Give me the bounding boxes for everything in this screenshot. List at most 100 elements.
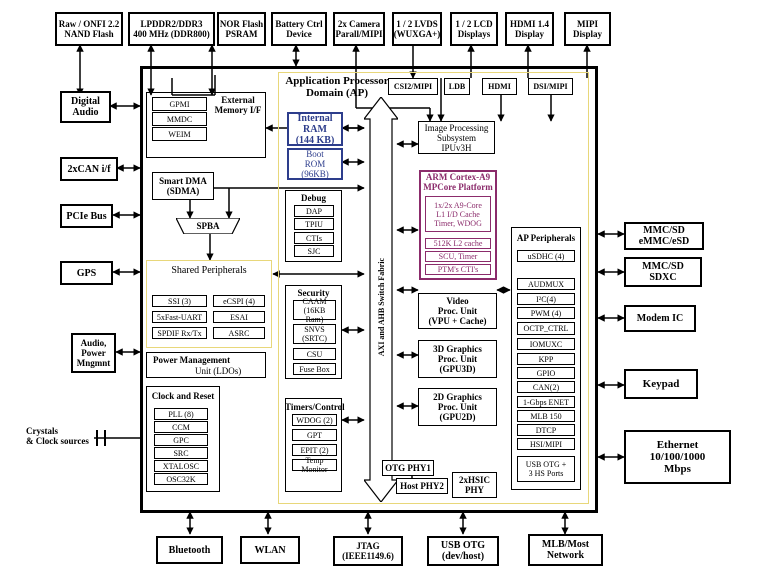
scu-timer-box: SCU, Timer xyxy=(425,251,491,262)
ethernet-label: Ethernet 10/100/1000 Mbps xyxy=(649,439,706,475)
uart-label: 5xFast-UART xyxy=(156,312,203,322)
pcie-label: PCIe Bus xyxy=(66,210,107,222)
debug-title: Debug xyxy=(300,193,326,203)
csi-mipi-box: CSI2/MIPI xyxy=(388,78,438,95)
jtag-box: JTAG (IEEE1149.6) xyxy=(333,536,403,566)
osc32k-label: OSC32K xyxy=(166,474,196,484)
ext-memory-group xyxy=(146,92,266,158)
host-phy2-box: Host PHY2 xyxy=(396,478,448,494)
usb-otg-box: USB OTG (dev/host) xyxy=(427,536,499,566)
audio-power-box: Audio, Power Mngmnt xyxy=(71,333,116,373)
weim-box: WEIM xyxy=(152,127,207,141)
esai-label: ESAI xyxy=(230,312,248,322)
ap-peripheral-label: CAN(2) xyxy=(532,382,560,392)
ap-peripheral-item: USB OTG + 3 HS Ports xyxy=(517,456,575,482)
mlb-most-box: MLB/Most Network xyxy=(528,534,603,566)
hdmi-iface-label: HDMI xyxy=(488,82,511,91)
modem-label: Modem IC xyxy=(636,313,684,324)
gpc-box: GPC xyxy=(154,434,208,446)
esai-box: ESAI xyxy=(213,311,265,323)
ap-peripheral-item: KPP xyxy=(517,353,575,365)
boot-rom-label: Boot ROM (96KB) xyxy=(301,149,329,179)
lcd-label: 1 / 2 LCD Displays xyxy=(455,19,493,39)
lcd-box: 1 / 2 LCD Displays xyxy=(450,12,498,46)
digital-audio-label: Digital Audio xyxy=(71,96,100,118)
a9-core-label: 1x/2x A9-Core L1 I/D Cache Timer, WDOG xyxy=(434,200,482,228)
can-label: 2xCAN i/f xyxy=(67,163,111,175)
spdif-label: SPDIF Rx/Tx xyxy=(157,328,202,338)
dap-label: DAP xyxy=(305,206,322,216)
gpmi-box: GPMI xyxy=(152,97,207,111)
ctis-box: CTIs xyxy=(294,232,334,244)
otg-phy1-box: OTG PHY1 xyxy=(382,460,434,476)
nor-flash-box: NOR Flash PSRAM xyxy=(217,12,266,46)
ap-peripheral-label: IOMUXC xyxy=(529,339,563,349)
sdma-box: Smart DMA (SDMA) xyxy=(152,172,214,200)
ap-peripheral-item: PWM (4) xyxy=(517,307,575,319)
ap-peripheral-item: IOMUXC xyxy=(517,338,575,350)
ap-peripheral-label: USB OTG + 3 HS Ports xyxy=(525,460,567,478)
src-label: SRC xyxy=(173,448,189,458)
ap-peripheral-item: MLB 150 xyxy=(517,410,575,422)
dsi-mipi-box: DSI/MIPI xyxy=(528,78,573,95)
caam-box: CAAM (16KB Ram) xyxy=(293,297,336,324)
ap-peripheral-label: 1-Gbps ENET xyxy=(523,397,569,407)
xtalosc-label: XTALOSC xyxy=(162,461,200,471)
pll-label: PLL (8) xyxy=(168,409,194,419)
ap-peripheral-item: DTCP xyxy=(517,424,575,436)
spdif-box: SPDIF Rx/Tx xyxy=(152,327,207,339)
ap-peripheral-label: GPIO xyxy=(536,368,556,378)
lpddr-box: LPDDR2/DDR3 400 MHz (DDR800) xyxy=(128,12,215,46)
dap-box: DAP xyxy=(294,205,334,217)
csu-label: CSU xyxy=(306,349,323,359)
src-box: SRC xyxy=(154,447,208,459)
otg-phy1-label: OTG PHY1 xyxy=(385,463,431,473)
ptm-cti-label: PTM's CTI's xyxy=(437,265,479,274)
mlb-most-label: MLB/Most Network xyxy=(541,539,590,561)
internal-ram-label: Internal RAM (144 KB) xyxy=(295,112,335,146)
ap-peripheral-item: OCTP_CTRL xyxy=(517,322,575,335)
power-management-title: Power Management xyxy=(153,355,231,365)
xtalosc-box: XTALOSC xyxy=(154,460,208,472)
ssi-box: SSI (3) xyxy=(152,295,207,307)
snvs-label: SNVS (SRTC) xyxy=(302,325,327,343)
ap-peripheral-item: I²C(4) xyxy=(517,293,575,305)
ap-domain-title: Application Processor Domain (AP) xyxy=(285,75,389,99)
timers-group xyxy=(285,398,342,492)
ecspi-box: eCSPI (4) xyxy=(213,295,265,307)
ipu-label: Image Processing Subsystem IPUv3H xyxy=(424,122,489,153)
wdog-box: WDOG (2) xyxy=(292,414,337,426)
crystal-icon xyxy=(96,430,106,446)
vpu-box: Video Proc. Unit (VPU + Cache) xyxy=(418,293,497,329)
camera-box: 2x Camera Parall/MIPI xyxy=(333,12,385,46)
ap-peripheral-label: MLB 150 xyxy=(530,411,562,421)
ap-peripheral-label: I²C(4) xyxy=(536,294,556,304)
keypad-label: Keypad xyxy=(642,378,680,390)
dsi-mipi-label: DSI/MIPI xyxy=(533,82,568,91)
hdmi-iface-box: HDMI xyxy=(482,78,517,95)
ext-memory-title: External Memory I/F xyxy=(214,95,262,115)
ap-peripheral-item: HSI/MIPI xyxy=(517,438,575,450)
ap-peripheral-label: uSDHC (4) xyxy=(527,251,565,261)
fabric-label: AXI and AHB Switch Fabric xyxy=(376,257,386,357)
spba-shape: SPBA xyxy=(176,218,240,234)
battery-ctrl-box: Battery Ctrl Device xyxy=(271,12,327,46)
ap-peripheral-item: 1-Gbps ENET xyxy=(517,396,575,408)
a9-core-box: 1x/2x A9-Core L1 I/D Cache Timer, WDOG xyxy=(425,196,491,232)
ap-peripherals-title: AP Peripherals xyxy=(516,233,576,243)
lvds-label: 1 / 2 LVDS (WUXGA+) xyxy=(393,19,441,39)
gpu2d-label: 2D Graphics Proc. Unit (GPU2D) xyxy=(433,392,482,422)
mipi-display-box: MIPI Display xyxy=(564,12,611,46)
temp-monitor-box: Temp Monitor xyxy=(292,456,337,474)
hdmi-display-label: HDMI 1.4 Display xyxy=(510,19,549,39)
battery-ctrl-label: Battery Ctrl Device xyxy=(275,19,323,39)
crystals-label: Crystals & Clock sources xyxy=(26,426,89,446)
gps-label: GPS xyxy=(76,267,97,279)
ap-peripheral-item: GPIO xyxy=(517,367,575,379)
power-management-box: Power Management Unit (LDOs) xyxy=(146,352,266,378)
pcie-box: PCIe Bus xyxy=(60,204,113,228)
uart-box: 5xFast-UART xyxy=(152,311,207,323)
ldb-box: LDB xyxy=(444,78,470,95)
tpiu-box: TPIU xyxy=(294,218,334,230)
mmc-emmc-label: MMC/SD eMMC/eSD xyxy=(638,225,690,247)
